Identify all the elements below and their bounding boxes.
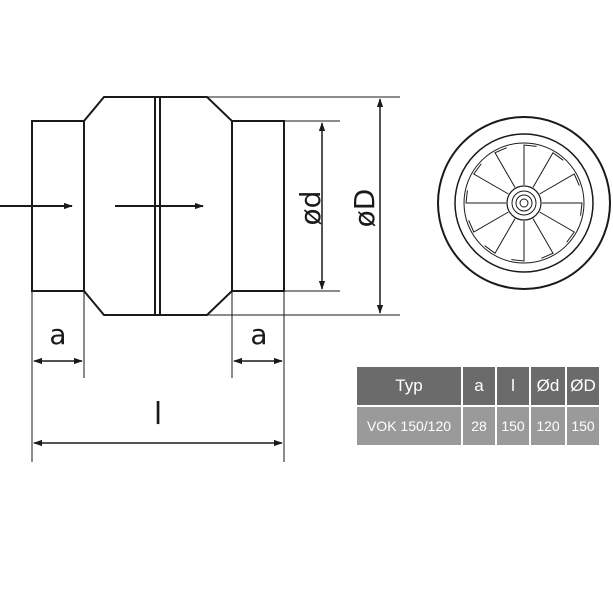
extension-lines [31, 96, 400, 462]
hub-ring [511, 190, 537, 216]
header-d: Ød [530, 367, 567, 406]
hub-outer [506, 185, 542, 221]
outer-ring [437, 116, 611, 290]
label-a-right: a [250, 318, 267, 351]
impeller-blade [484, 218, 516, 254]
impeller-blade [532, 218, 554, 259]
hub-center [519, 198, 529, 208]
right-collar [231, 120, 285, 292]
impeller-blade [542, 202, 583, 216]
impeller-blade [532, 152, 564, 188]
spec-table: Typ a l Ød ØD VOK 150/120 28 150 120 150 [357, 367, 599, 445]
impeller-edge [463, 142, 585, 264]
header-a: a [462, 367, 497, 406]
dimension-lines [33, 98, 384, 447]
cell-D: 150 [566, 405, 599, 445]
header-typ: Typ [357, 367, 463, 406]
impeller-blade [539, 173, 580, 195]
label-length: l [154, 397, 162, 432]
cell-typ: VOK 150/120 [357, 405, 463, 445]
label-inner-diameter: ød [294, 191, 327, 226]
cell-d: 120 [530, 405, 567, 445]
front-view [437, 116, 611, 290]
header-l: l [496, 367, 531, 406]
header-D: ØD [566, 367, 599, 406]
hub-ring-inner [515, 194, 533, 212]
impeller-blade [473, 163, 509, 195]
label-outer-diameter: øD [348, 189, 381, 228]
impeller-blade [494, 147, 516, 188]
impeller-blades [465, 144, 583, 262]
spec-table-header: Typ a l Ød ØD [357, 367, 599, 406]
label-a-left: a [49, 318, 66, 351]
inner-ring [454, 133, 594, 273]
impeller-blade [539, 211, 575, 243]
impeller-blade [465, 190, 506, 204]
impeller-blade [468, 211, 509, 233]
cell-l: 150 [496, 405, 531, 445]
cell-a: 28 [462, 405, 497, 445]
impeller-blade [523, 144, 537, 185]
impeller-blade [511, 221, 525, 262]
table-row: VOK 150/120 28 150 120 150 [357, 405, 599, 445]
